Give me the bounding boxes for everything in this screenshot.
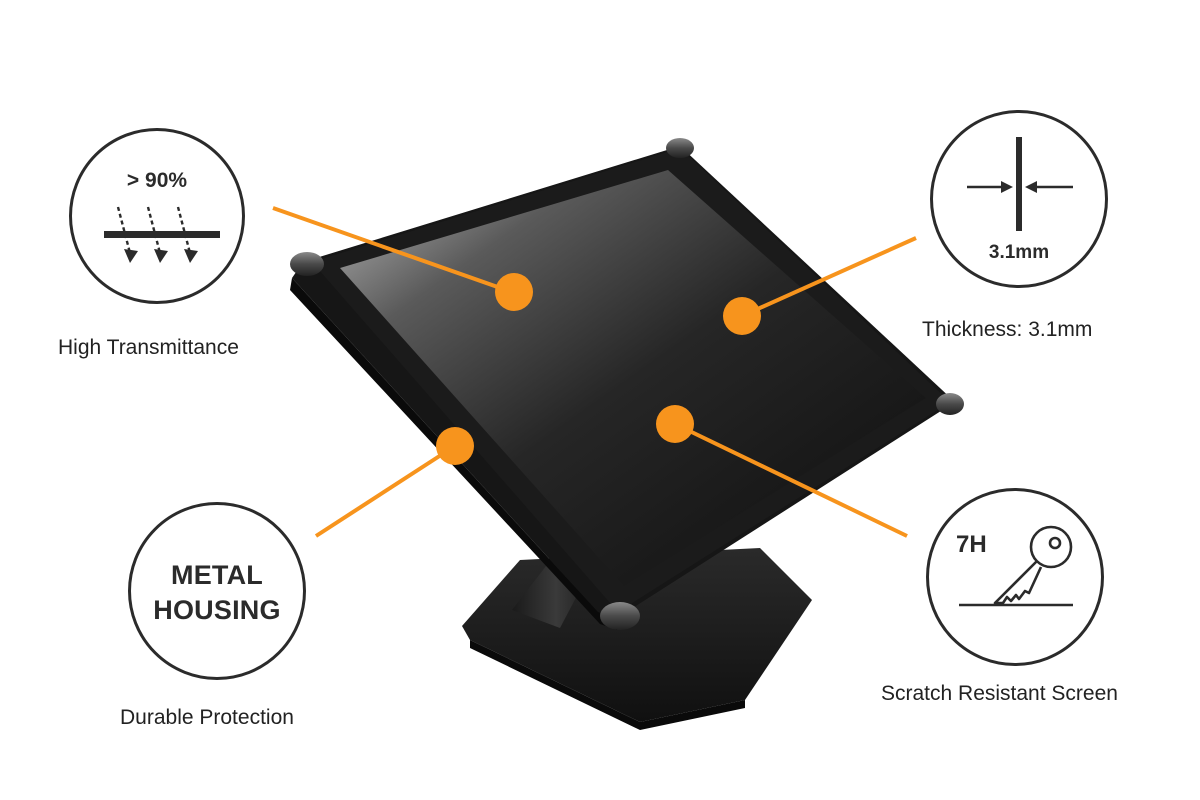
housing-word-metal: METAL <box>171 560 263 590</box>
callout-line-thickness <box>741 236 917 318</box>
thickness-caption: Thickness: 3.1mm <box>922 318 1093 341</box>
key-scratch-icon <box>959 525 1073 607</box>
transmittance-badge: > 90% <box>69 128 245 304</box>
thickness-arrows-icon <box>967 137 1073 231</box>
housing-badge: METAL HOUSING <box>128 502 306 680</box>
callout-dot-thickness <box>723 297 761 335</box>
thickness-badge: 3.1mm <box>930 110 1108 288</box>
thickness-value: 3.1mm <box>988 242 1050 263</box>
monitor-body <box>290 138 964 630</box>
callout-dot-housing <box>436 427 474 465</box>
corner-bumper <box>600 602 640 630</box>
callout-line-housing <box>314 444 457 538</box>
touchscreen-glass <box>340 170 926 586</box>
callout-dot-hardness <box>656 405 694 443</box>
callout-lines <box>272 206 917 538</box>
corner-bumper <box>290 252 324 276</box>
hardness-badge: 7H <box>926 488 1104 666</box>
housing-caption: Durable Protection <box>120 706 294 729</box>
callout-dots <box>436 273 761 465</box>
corner-bumper <box>936 393 964 415</box>
callout-line-transmittance <box>272 206 513 294</box>
callout-line-hardness <box>674 422 908 538</box>
light-transmission-icon <box>104 206 220 263</box>
transmittance-value: > 90% <box>126 169 188 192</box>
transmittance-caption: High Transmittance <box>58 336 239 359</box>
corner-bumper <box>666 138 694 158</box>
hardness-caption: Scratch Resistant Screen <box>881 682 1118 705</box>
hardness-value: 7H <box>956 531 987 558</box>
housing-word-housing: HOUSING <box>153 595 281 625</box>
callout-dot-transmittance <box>495 273 533 311</box>
